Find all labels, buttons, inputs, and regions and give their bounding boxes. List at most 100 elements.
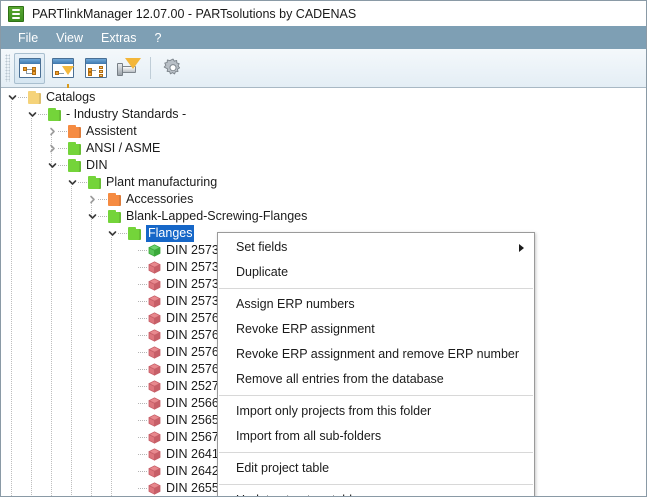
ctx-revoke-erp-assignment-remove-number[interactable]: Revoke ERP assignment and remove ERP num… xyxy=(218,342,534,367)
chevron-down-icon[interactable] xyxy=(106,225,118,242)
tree-connector xyxy=(58,140,67,157)
tree-node-label: DIN xyxy=(86,158,108,172)
tree-node[interactable]: DIN 2527 xyxy=(1,378,646,395)
table-view-button[interactable] xyxy=(80,53,111,84)
chevron-down-icon[interactable] xyxy=(26,106,38,123)
tree-node[interactable]: Accessories xyxy=(1,191,646,208)
part-cube-icon xyxy=(148,363,161,376)
tree-connector xyxy=(98,191,107,208)
tree-node[interactable]: Blank-Lapped-Screwing-Flanges xyxy=(1,208,646,225)
tree-connector xyxy=(118,225,127,242)
tree-node-label: ANSI / ASME xyxy=(86,141,161,155)
tree-node[interactable]: - Industry Standards - xyxy=(1,106,646,123)
tree-node[interactable]: DIN 2567 xyxy=(1,429,646,446)
folder-icon xyxy=(128,227,143,240)
tree-connector xyxy=(138,344,147,361)
toolbar-grip[interactable] xyxy=(5,54,10,82)
tree-node-label: DIN 2566 xyxy=(166,396,219,410)
structure-view-button[interactable] xyxy=(14,52,45,84)
tree-node-label: Accessories xyxy=(126,192,194,206)
menu-file[interactable]: File xyxy=(18,30,39,45)
menu-view[interactable]: View xyxy=(56,30,84,45)
tree-connector xyxy=(138,293,147,310)
tree-node[interactable]: Flanges xyxy=(1,225,646,242)
tree-connector xyxy=(138,327,147,344)
context-menu-item-label: Edit project table xyxy=(236,461,330,475)
tree-connector xyxy=(98,208,107,225)
chevron-down-icon[interactable] xyxy=(86,208,98,225)
tree-node[interactable]: DIN 2565 xyxy=(1,412,646,429)
tree-node-label: Blank-Lapped-Screwing-Flanges xyxy=(126,209,308,223)
screw-funnel-icon xyxy=(116,57,142,79)
tree-connector xyxy=(58,157,67,174)
ctx-set-fields[interactable]: Set fields xyxy=(218,235,534,260)
tree-node[interactable]: ANSI / ASME xyxy=(1,140,646,157)
tree-node[interactable]: DIN xyxy=(1,157,646,174)
tree-node-label: Flanges xyxy=(146,225,195,242)
toolbar xyxy=(1,49,646,88)
tree-node-label: DIN 2567 xyxy=(166,430,219,444)
chevron-right-icon[interactable] xyxy=(46,140,58,157)
ctx-assign-erp-numbers[interactable]: Assign ERP numbers xyxy=(218,292,534,317)
part-cube-icon xyxy=(148,448,161,461)
folder-icon xyxy=(28,91,43,104)
tree-guide-line xyxy=(31,118,32,496)
context-menu-separator xyxy=(219,484,533,485)
chevron-down-icon[interactable] xyxy=(46,157,58,174)
part-cube-icon xyxy=(148,431,161,444)
tree-connector xyxy=(138,480,147,496)
chevron-down-icon[interactable] xyxy=(6,89,18,106)
tree-connector xyxy=(138,429,147,446)
tree-connector xyxy=(138,242,147,259)
tree-connector xyxy=(138,361,147,378)
gear-icon xyxy=(163,58,180,75)
tree-node-label: Assistent xyxy=(86,124,137,138)
tree-node-label: DIN 2655 xyxy=(166,481,219,495)
tree-node[interactable]: Assistent xyxy=(1,123,646,140)
chevron-down-icon[interactable] xyxy=(66,174,78,191)
window-title: PARTlinkManager 12.07.00 - PARTsolutions… xyxy=(32,6,357,21)
folder-icon xyxy=(68,125,83,138)
tree-connector xyxy=(58,123,67,140)
context-menu-item-label: Remove all entries from the database xyxy=(236,372,444,386)
part-cube-icon xyxy=(148,346,161,359)
tree-node-label: DIN 2642 xyxy=(166,464,219,478)
ctx-edit-project-table[interactable]: Edit project table xyxy=(218,456,534,481)
tree-connector xyxy=(138,395,147,412)
folder-icon xyxy=(48,108,63,121)
tree-node[interactable]: Catalogs xyxy=(1,89,646,106)
tree-node-label: DIN 2527 xyxy=(166,379,219,393)
tree-node[interactable]: DIN 2655 xyxy=(1,480,646,496)
tree-connector xyxy=(138,259,147,276)
part-cube-icon xyxy=(148,482,161,495)
part-filter-button[interactable] xyxy=(113,53,144,84)
menu-extras[interactable]: Extras xyxy=(101,30,137,45)
tree-node[interactable]: Plant manufacturing xyxy=(1,174,646,191)
tree-node[interactable]: DIN 2566 xyxy=(1,395,646,412)
settings-button[interactable] xyxy=(157,53,188,84)
context-menu-separator xyxy=(219,452,533,453)
folder-icon xyxy=(68,159,83,172)
chevron-right-icon[interactable] xyxy=(86,191,98,208)
ctx-import-only-projects[interactable]: Import only projects from this folder xyxy=(218,399,534,424)
menu-bar: File View Extras ? xyxy=(1,26,646,49)
menu-help[interactable]: ? xyxy=(154,30,162,45)
tree-node[interactable]: DIN 2642 xyxy=(1,463,646,480)
tree-node[interactable]: DIN 2641 xyxy=(1,446,646,463)
ctx-duplicate[interactable]: Duplicate xyxy=(218,260,534,285)
ctx-import-all-subfolders[interactable]: Import from all sub-folders xyxy=(218,424,534,449)
ctx-revoke-erp-assignment[interactable]: Revoke ERP assignment xyxy=(218,317,534,342)
context-menu-separator xyxy=(219,395,533,396)
part-cube-icon xyxy=(148,397,161,410)
tree-guide-line xyxy=(11,101,12,496)
submenu-arrow-icon xyxy=(519,243,524,252)
ctx-remove-all-entries[interactable]: Remove all entries from the database xyxy=(218,367,534,392)
tree-connector xyxy=(138,446,147,463)
context-menu-item-label: Set fields xyxy=(236,240,288,254)
ctx-update-structure-table[interactable]: Update structure table xyxy=(218,488,534,496)
filter-view-button[interactable] xyxy=(47,53,78,88)
tree-node-label: Plant manufacturing xyxy=(106,175,218,189)
folder-icon xyxy=(68,142,83,155)
chevron-right-icon[interactable] xyxy=(46,123,58,140)
